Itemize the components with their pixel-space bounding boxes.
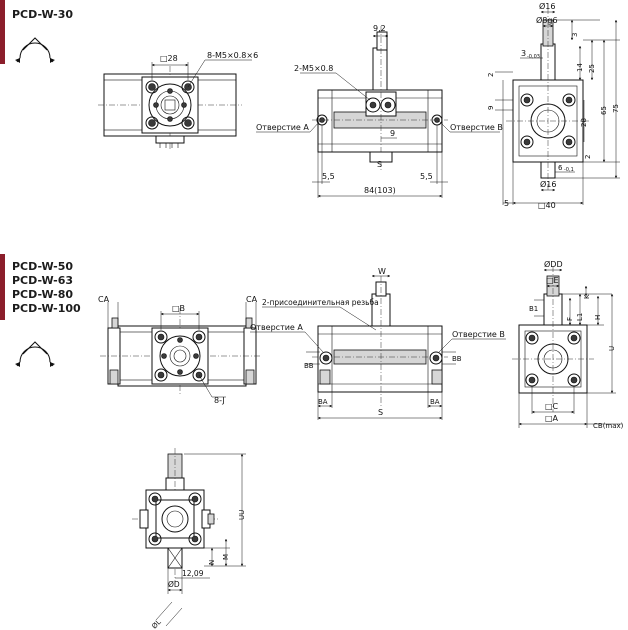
pcdw-s-label: S	[378, 408, 383, 417]
pcdw-side-view: W 2-присоединительная резьба Отверстие А…	[250, 267, 506, 420]
pcdw-ca-right: CA	[246, 295, 258, 304]
pcdw-sqE-label: □E	[546, 276, 559, 285]
pcd30-dim5: 5	[504, 199, 509, 208]
pcdw-cb-label: CB(max)	[593, 422, 624, 430]
pcdw-n-label: N	[208, 560, 216, 565]
pcd30-dim6: 6	[558, 164, 563, 172]
rotation-icon-bottom	[15, 341, 55, 367]
pcdw-end-view: ØDD □E B1 F L1 K H U □C □A CB(max)	[512, 259, 624, 430]
pcdw-od-label: ØD	[168, 580, 180, 589]
pcdw-ol-label: ØL	[150, 618, 162, 630]
pcd30-dim2-top: 2	[487, 73, 495, 77]
pcd30-port-b-label: Отверстие В	[450, 123, 503, 132]
pcd30-sq28-label: □28	[160, 54, 178, 63]
pcd30-m5x08-label: 2-M5×0.8	[294, 64, 333, 73]
pcdw-l1-label: L1	[576, 313, 584, 321]
pcdw-uu-label: UU	[238, 510, 246, 520]
pcd30-dim9-side: 9	[487, 106, 495, 110]
pcd30-sq40: □40	[538, 201, 556, 210]
pcdw-front-view: □B CA CA 8-J	[98, 295, 262, 405]
pcd30-end-view: Ø16 Ø8g6 3 -0,03 3 14 25 65 75 28 2 2 9	[487, 1, 620, 210]
pcdw-odd-label: ØDD	[544, 259, 563, 269]
pcdw-sqA-label: □A	[545, 414, 559, 423]
model-label-pcd-w-100: PCD-W-100	[12, 302, 81, 315]
pcd30-dim65: 65	[600, 106, 608, 115]
model-label-pcd-w-30: PCD-W-30	[12, 8, 74, 21]
pcd30-dim3: 3	[571, 33, 579, 37]
pcd30-port-a-label: Отверстие А	[256, 123, 309, 132]
model-label-pcd-w-80: PCD-W-80	[12, 288, 74, 301]
pcdw-u-label: U	[608, 346, 616, 351]
pcd30-dim6-tol: -0,1	[564, 167, 574, 173]
pcd30-dim14: 14	[576, 63, 584, 72]
rotation-icon-top	[15, 37, 55, 63]
pcdw-sqC-label: □C	[545, 402, 559, 411]
model-label-pcd-w-50: PCD-W-50	[12, 260, 74, 273]
pcdw-thread-label: 2-присоединительная резьба	[262, 298, 379, 307]
pcd30-d3-tol: -0,03	[527, 54, 540, 60]
pcdw-port-b-label: Отверстие В	[452, 330, 505, 339]
pcdw-ba-right: BA	[430, 398, 440, 406]
pcdw-bb-right: BB	[452, 355, 462, 363]
pcd30-dim25: 25	[588, 64, 596, 73]
pcd30-s-label: S	[377, 160, 382, 169]
pcdw-bb-left: BB	[304, 362, 314, 370]
pcd30-front-view: □28 8-M5×0.8×6	[98, 51, 258, 150]
pcd30-m5x6-label: 8-M5×0.8×6	[207, 51, 258, 60]
pcdw-8j-label: 8-J	[214, 396, 225, 405]
pcdw-sqB-label: □B	[172, 304, 185, 313]
pcdw-k-label: K	[583, 294, 591, 299]
pcd30-dim9: 9	[390, 129, 395, 138]
pcd30-side-view: 9,2 2-M5×0.8 Отверстие А Отверстие В 9 S…	[256, 24, 503, 198]
pcdw-ba-left: BA	[318, 398, 328, 406]
pcd30-d16-bottom: Ø16	[540, 179, 556, 189]
pcd30-dim5-5-left: 5,5	[322, 172, 335, 181]
pcd30-d16-top: Ø16	[539, 1, 555, 11]
pcd30-dim5-5-right: 5,5	[420, 172, 433, 181]
pcdw-ca-left: CA	[98, 295, 110, 304]
pcdw-port-a-label: Отверстие А	[250, 323, 303, 332]
accent-bar-pcd-w-50-100	[0, 254, 5, 320]
pcdw-b1-label: B1	[529, 305, 538, 313]
pcdw-f-label: F	[566, 317, 574, 321]
pcdw-h-label: H	[594, 315, 602, 320]
model-label-pcd-w-63: PCD-W-63	[12, 274, 74, 287]
pcd30-d8g6: Ø8g6	[536, 15, 558, 25]
pcdw-bottom-view: UU N M 12,09 ØD ØL	[132, 448, 246, 630]
pcdw-w-label: W	[378, 267, 386, 276]
pcdw-dim12-09: 12,09	[182, 569, 204, 578]
pcd30-d3: 3	[521, 49, 526, 58]
pcd30-dim9-2: 9,2	[373, 24, 386, 33]
pcdw-m-label: M	[222, 554, 230, 560]
pcd30-dim75: 75	[612, 104, 620, 113]
pcd30-length-label: 84(103)	[364, 186, 396, 195]
pcd30-dim28: 28	[580, 118, 588, 127]
pcd30-dim2-bottom: 2	[584, 155, 592, 159]
accent-bar-pcd-w-30	[0, 0, 5, 64]
